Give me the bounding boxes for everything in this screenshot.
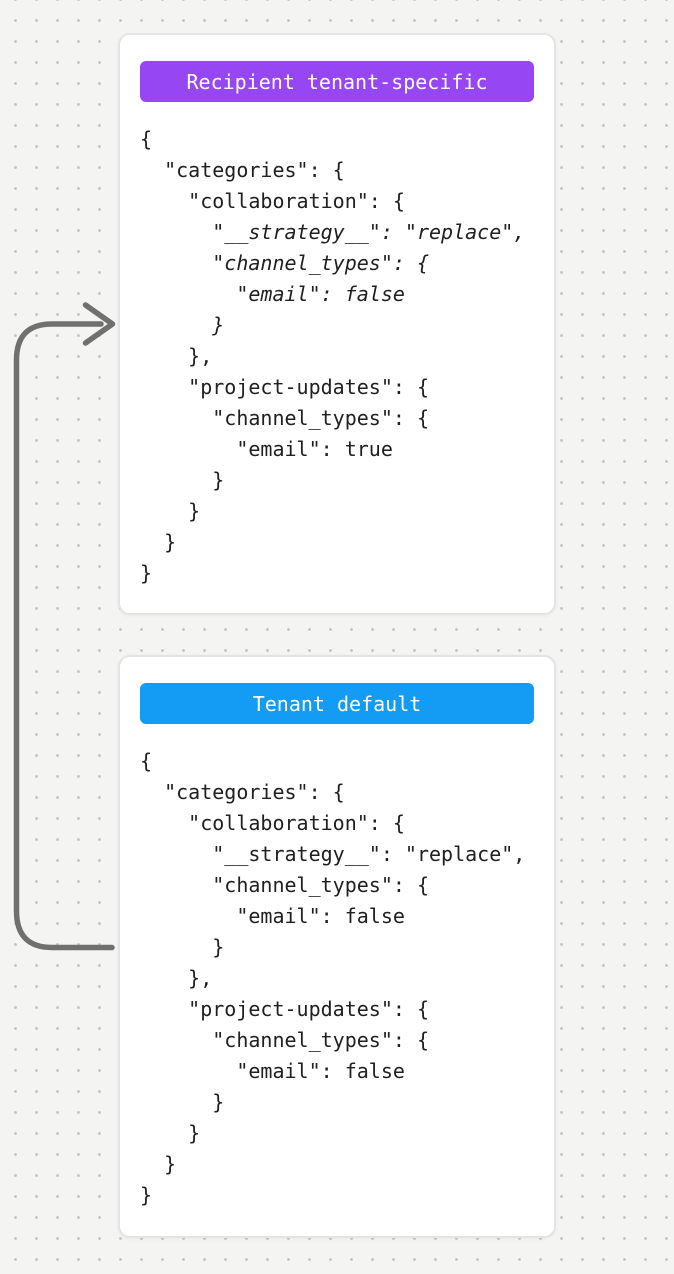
recipient-tenant-specific-badge: Recipient tenant-specific [140,61,534,102]
code-line: { [140,127,153,151]
code-line: "email": false [140,1059,405,1083]
code-line: "collaboration": { [140,811,405,835]
badge-label: Tenant default [252,691,422,716]
badge-label: Recipient tenant-specific [186,69,488,94]
code-line: } [140,1183,153,1207]
code-line: "email": false [140,282,405,306]
code-line: "channel_types": { [140,1028,429,1052]
recipient-tenant-specific-card: Recipient tenant-specific { "categories"… [118,33,556,615]
code-line: "project-updates": { [140,375,429,399]
code-line: } [140,468,225,492]
code-line: "categories": { [140,780,345,804]
code-line: { [140,749,153,773]
code-line: } [140,530,177,554]
code-line: "email": true [140,437,393,461]
code-line: "categories": { [140,158,345,182]
json-code-block-tenant-default: { "categories": { "collaboration": { "__… [140,746,534,1211]
tenant-default-badge: Tenant default [140,683,534,724]
code-line: } [140,935,225,959]
code-line: "channel_types": { [140,251,429,275]
arrow-head-icon [82,302,116,346]
code-line: "channel_types": { [140,873,429,897]
code-line: }, [140,344,213,368]
code-line: "channel_types": { [140,406,429,430]
json-code-block-recipient: { "categories": { "collaboration": { "__… [140,124,534,589]
tenant-default-card: Tenant default { "categories": { "collab… [118,655,556,1238]
code-line: } [140,1121,201,1145]
code-line: } [140,1152,177,1176]
code-line: "project-updates": { [140,997,429,1021]
code-line: "email": false [140,904,405,928]
code-line: }, [140,966,213,990]
code-line: } [140,561,153,585]
code-line: "collaboration": { [140,189,405,213]
code-line: } [140,313,225,337]
code-line: } [140,499,201,523]
arrow-line [13,321,115,951]
code-line: "__strategy__": "replace", [140,842,526,866]
code-line: "__strategy__": "replace", [140,220,526,244]
code-line: } [140,1090,225,1114]
